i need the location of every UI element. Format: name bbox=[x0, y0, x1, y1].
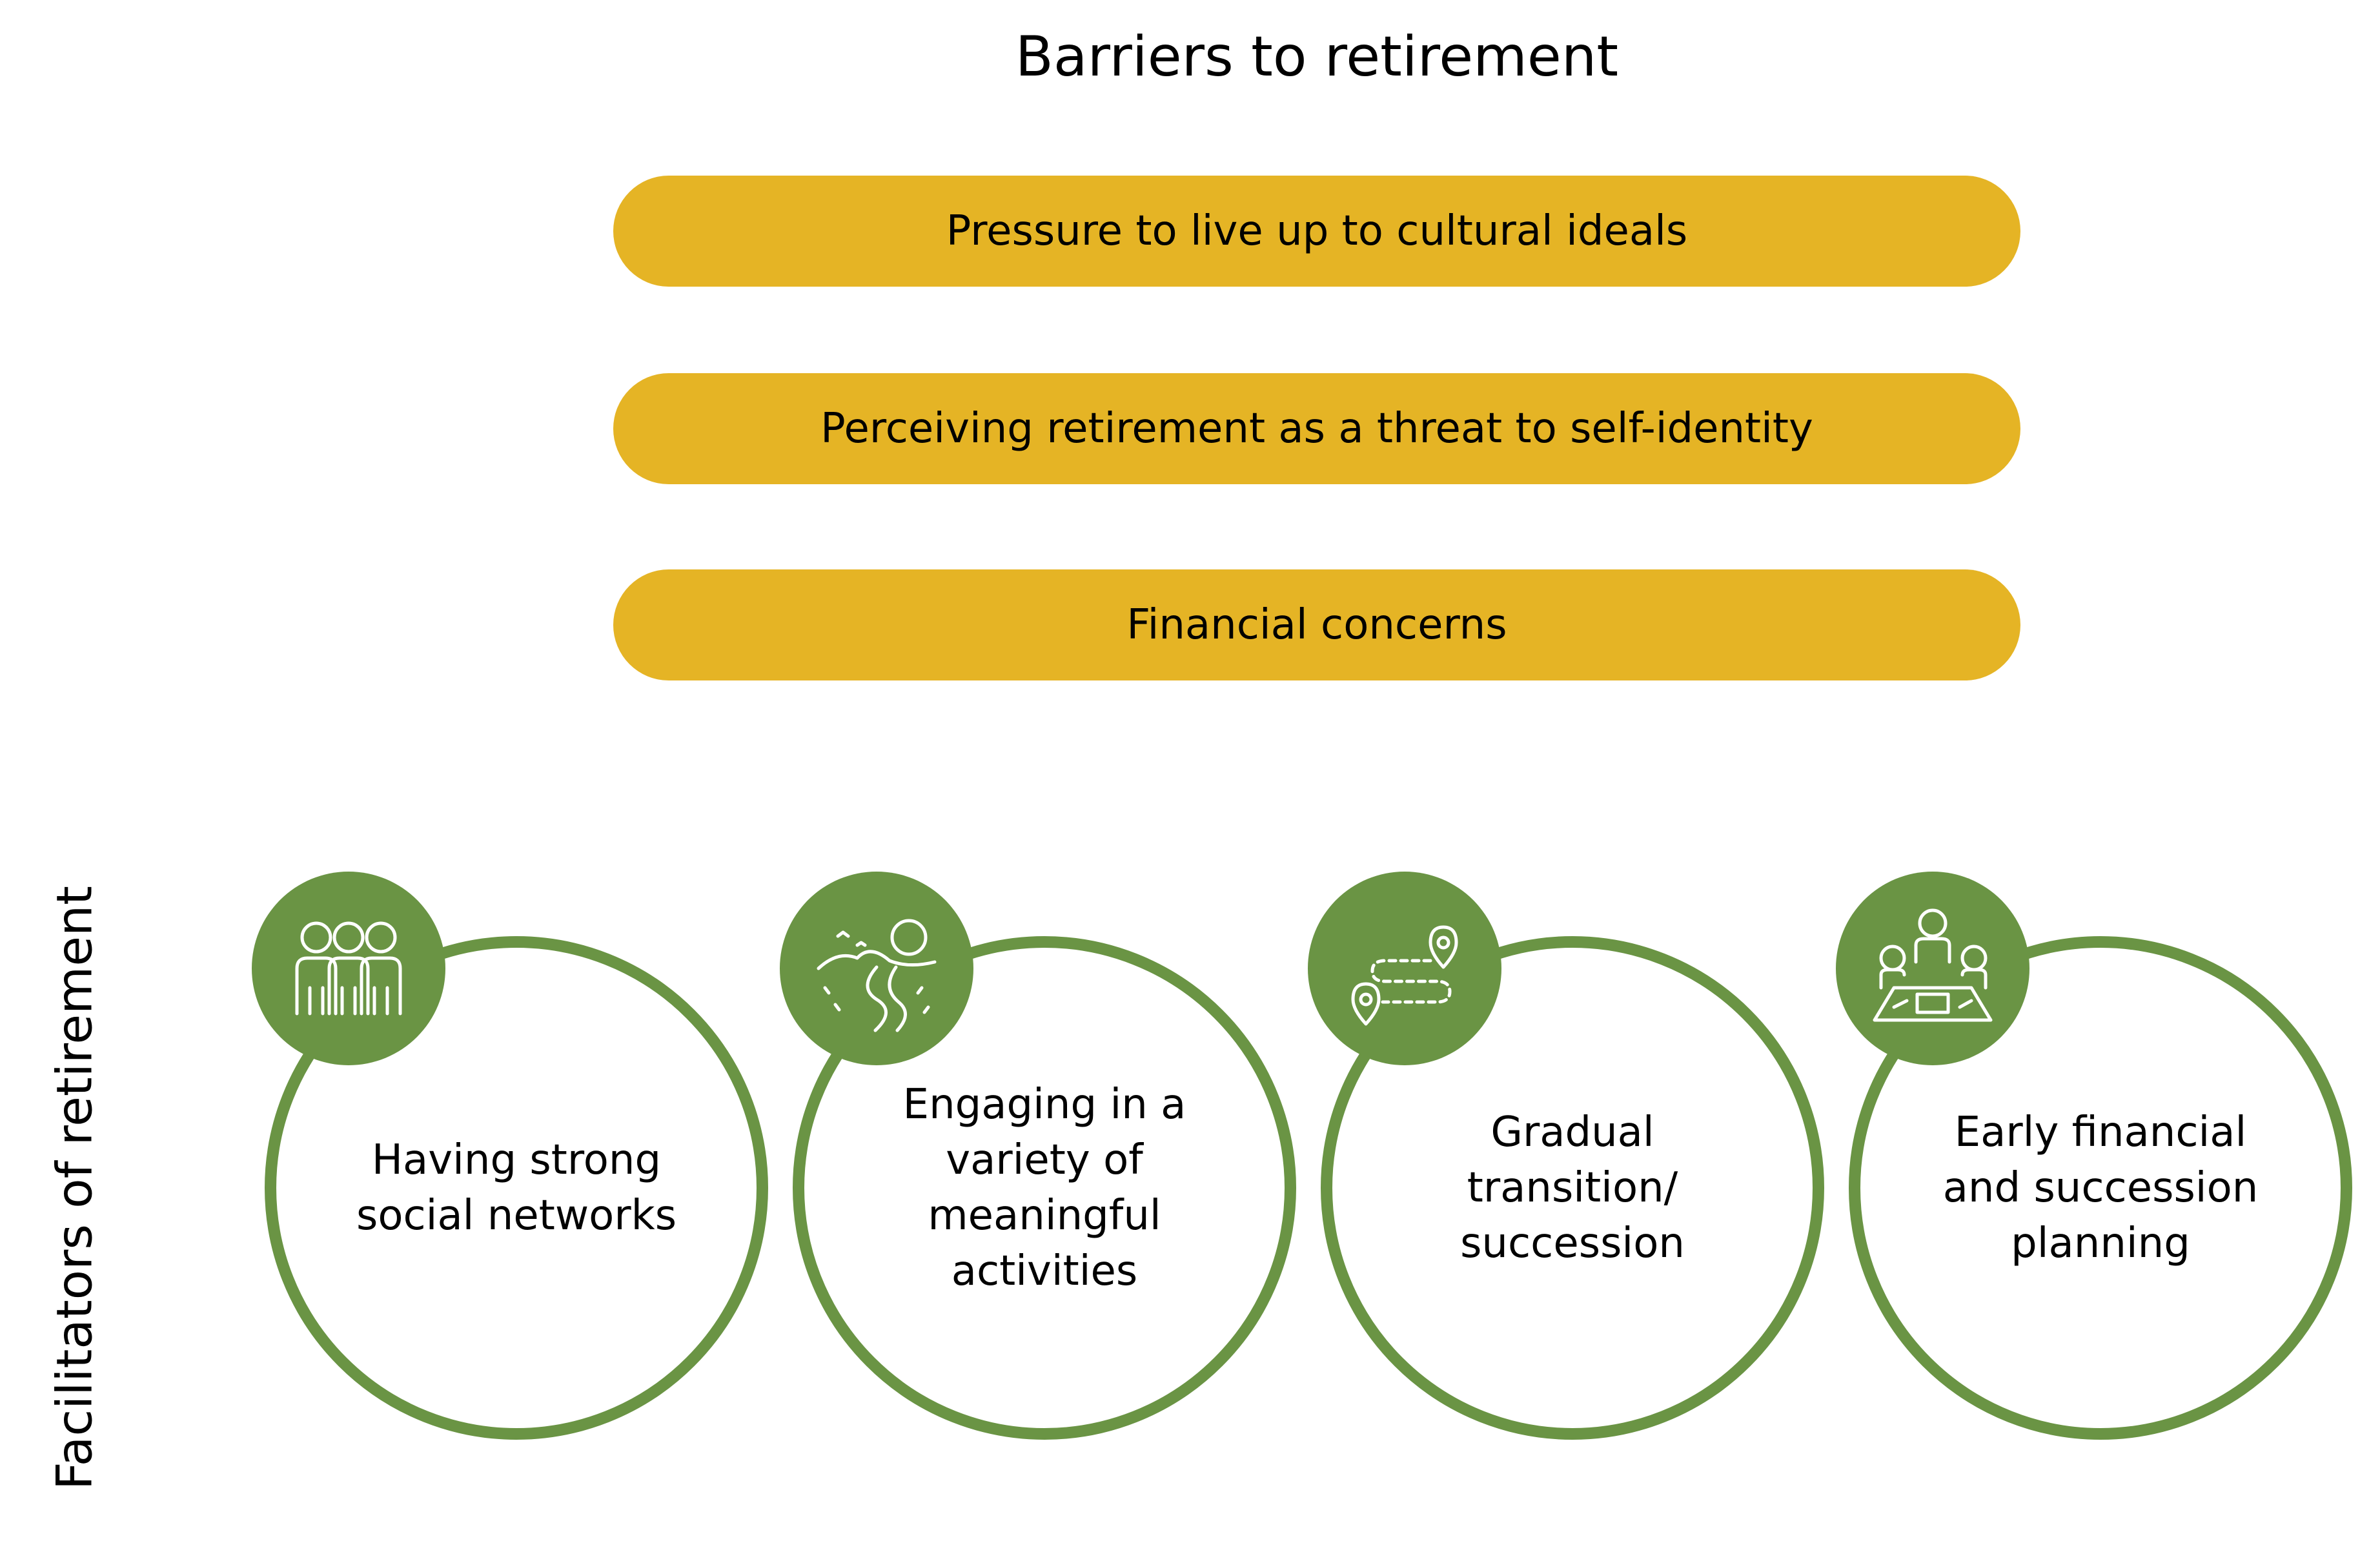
facilitator-label: Having strong social networks bbox=[356, 1136, 677, 1240]
diagram-title: Barriers to retirement bbox=[1015, 25, 1619, 89]
route-pins-icon bbox=[1308, 872, 1501, 1065]
barrier-cultural-ideals: Pressure to live up to cultural ideals bbox=[613, 176, 2020, 287]
meeting-table-icon bbox=[1836, 872, 2029, 1065]
barrier-financial-concerns: Financial concerns bbox=[613, 569, 2020, 680]
facilitator-label: Engaging in a variety of meaningful acti… bbox=[902, 1081, 1186, 1295]
barrier-self-identity: Perceiving retirement as a threat to sel… bbox=[613, 373, 2020, 484]
people-group-icon bbox=[252, 872, 445, 1065]
facilitator-label: Early financial and succession planning bbox=[1942, 1109, 2259, 1267]
facilitator-label: Gradual transition/ succession bbox=[1460, 1109, 1685, 1267]
landscape-path-icon bbox=[780, 872, 973, 1065]
facilitators-axis-label: Facilitators of retirement bbox=[45, 886, 103, 1490]
